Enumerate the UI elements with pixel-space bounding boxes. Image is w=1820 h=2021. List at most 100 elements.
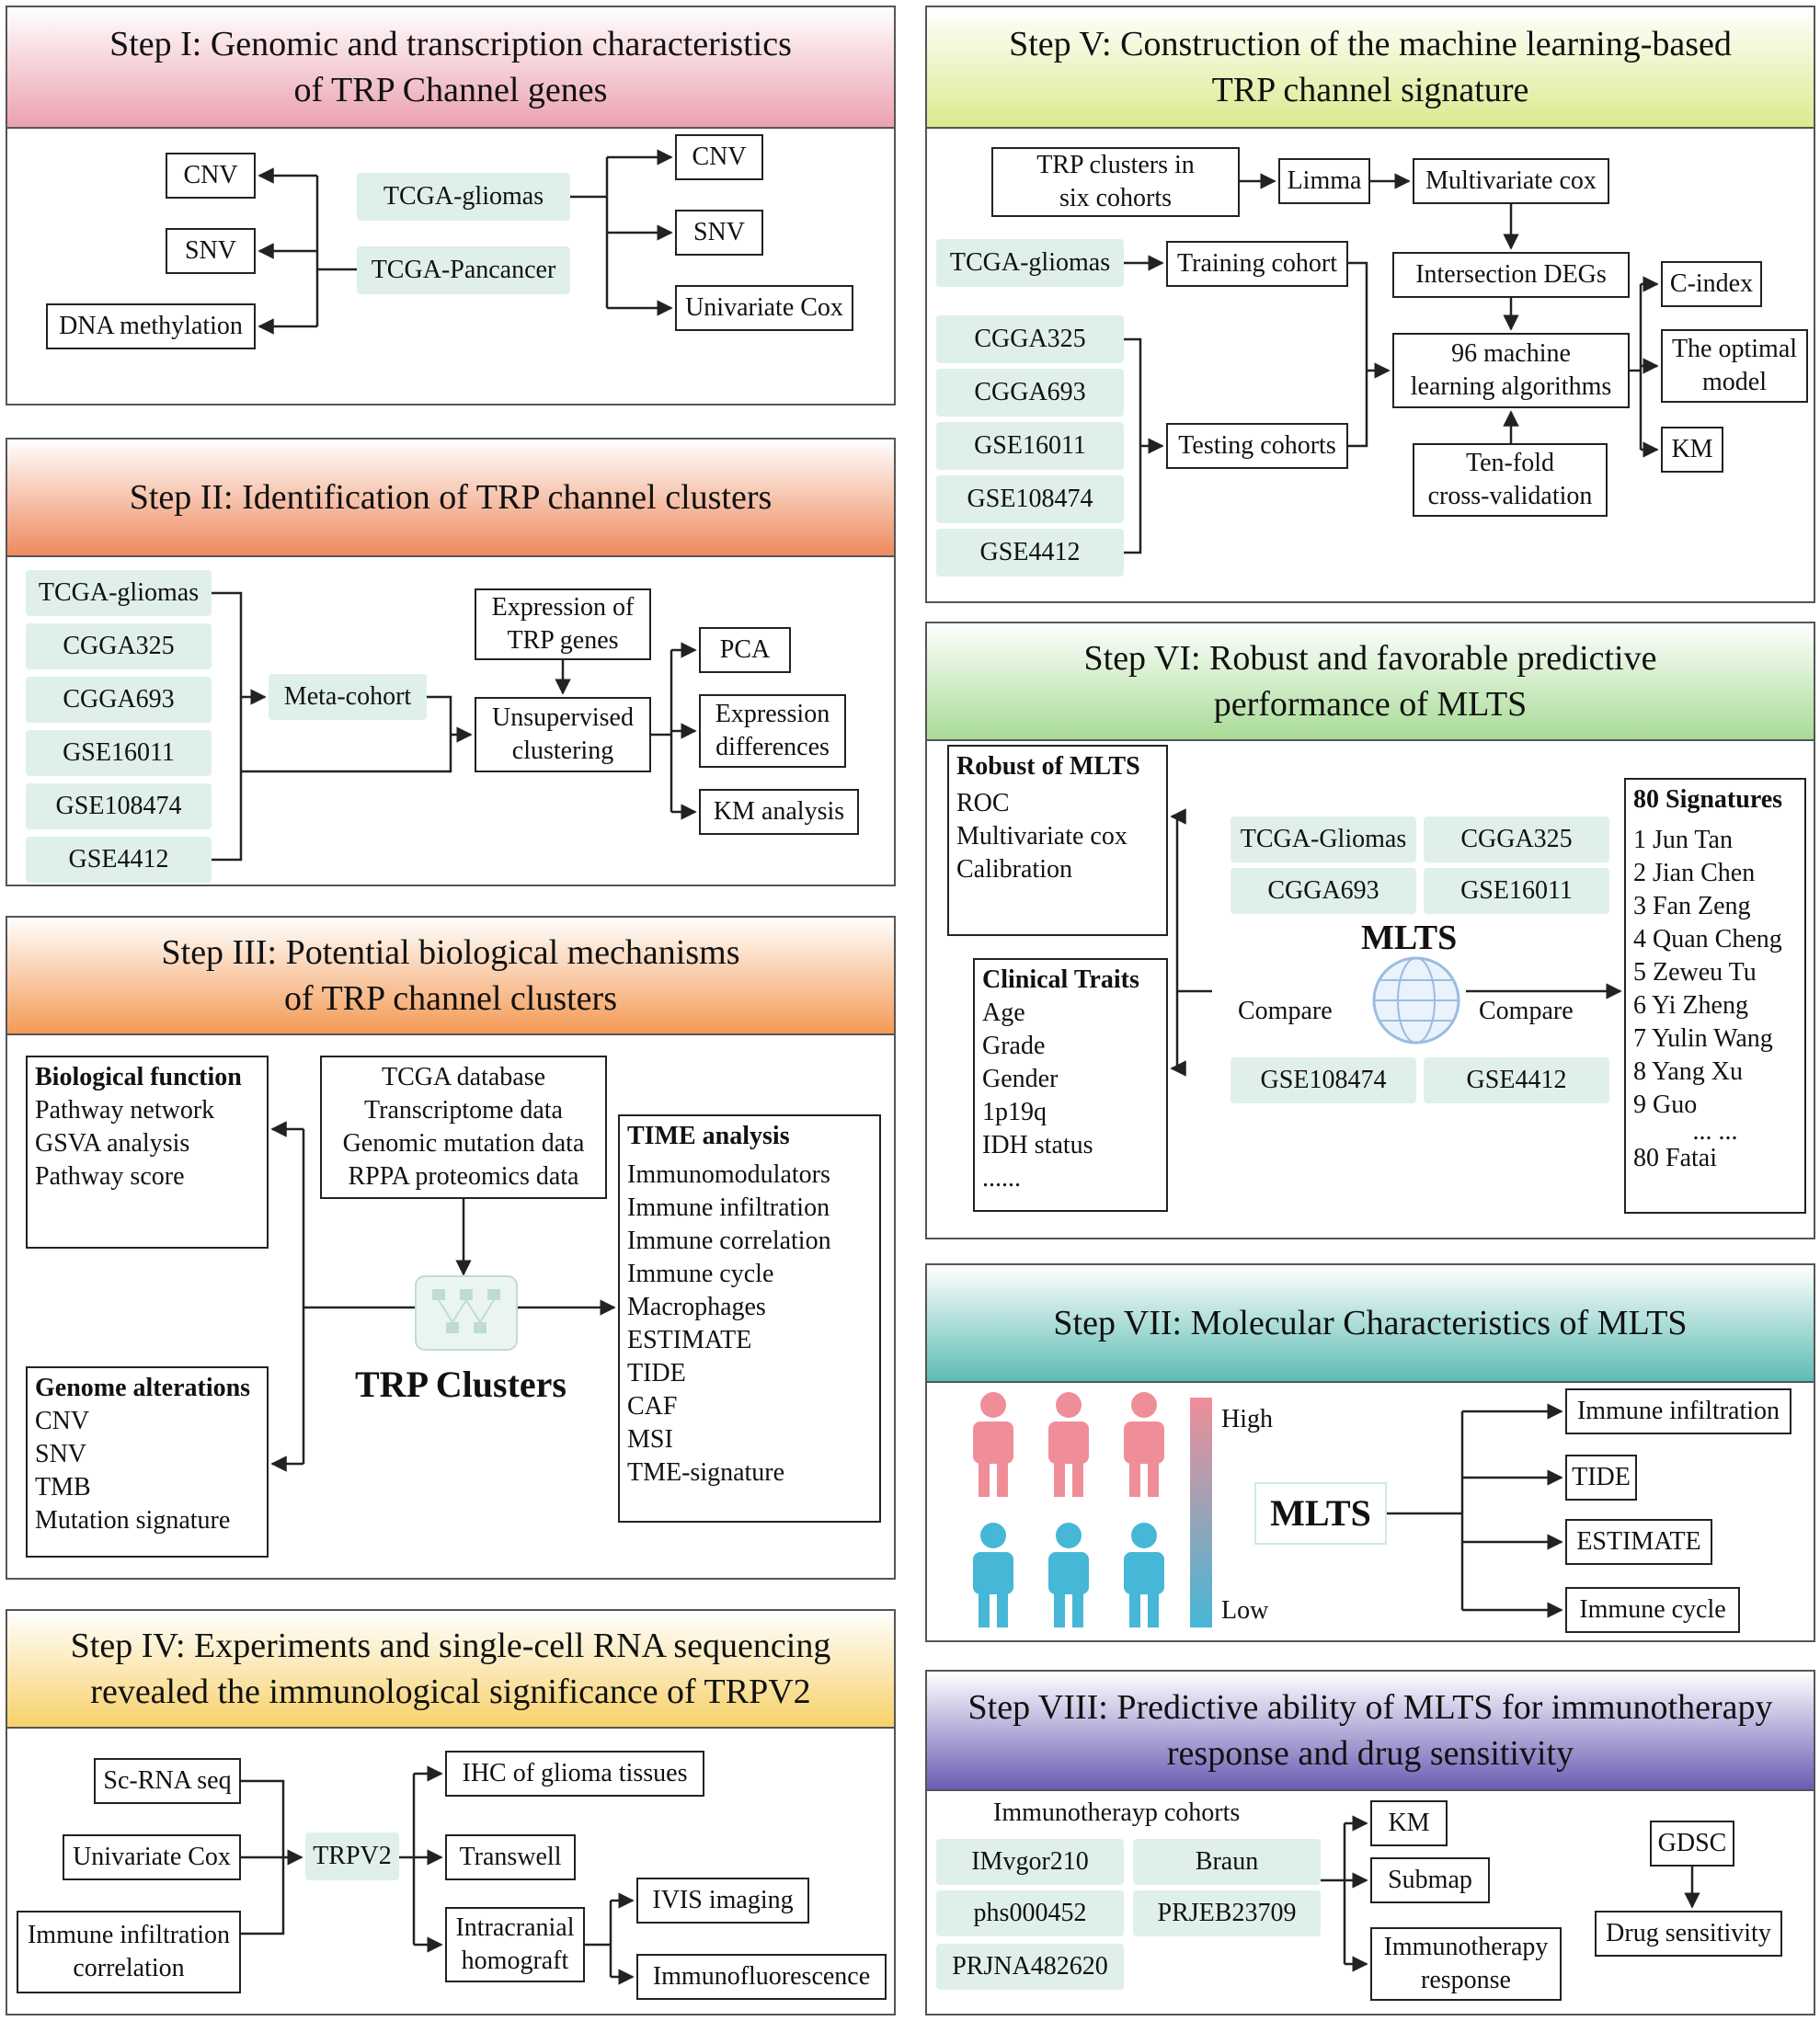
step8-header: Step VIII: Predictive ability of MLTS fo…	[927, 1672, 1814, 1791]
step8-phs000452: phs000452	[936, 1890, 1124, 1936]
step2-cohort-gse4412: GSE4412	[26, 837, 212, 883]
step2-cohort-gse16011: GSE16011	[26, 730, 212, 776]
step6-sig-item: 8 Yang Xu	[1633, 1057, 1744, 1086]
step5-optimal-model: The optimal model	[1661, 329, 1808, 403]
step5-training-cohort: Training cohort	[1166, 241, 1348, 287]
step4-header: Step IV: Experiments and single-cell RNA…	[7, 1611, 894, 1729]
step2-cohort-tcga-gliomas: TCGA-gliomas	[26, 570, 212, 616]
step6-title: Step VI: Robust and favorable predictive…	[1083, 639, 1657, 724]
step6-clinical-item: ......	[982, 1164, 1021, 1193]
step7-immune-cycle: Immune cycle	[1565, 1587, 1740, 1633]
step6-sigs-title: 80 Signatures	[1633, 785, 1783, 814]
step6-clinical-item: IDH status	[982, 1131, 1093, 1159]
step3-time-item: TME-signature	[627, 1458, 785, 1487]
step2-cohort-gse108474: GSE108474	[26, 783, 212, 829]
step4-immunofluorescence: Immunofluorescence	[636, 1954, 887, 2000]
step5-km: KM	[1661, 427, 1723, 473]
step3-time-item: CAF	[627, 1392, 678, 1421]
step8-prjeb23709: PRJEB23709	[1133, 1890, 1321, 1936]
step6-clinical-item: Age	[982, 999, 1025, 1027]
step5-cgga693: CGGA693	[936, 369, 1124, 417]
step8-drug-sensitivity: Drug sensitivity	[1595, 1911, 1782, 1957]
step8-imvgor210: IMvgor210	[936, 1839, 1124, 1885]
step3-genome-alterations: Genome alterations CNV SNV TMB Mutation …	[26, 1366, 269, 1558]
step8-km: KM	[1370, 1800, 1448, 1846]
step2-unsupervised-clustering: Unsupervised clustering	[475, 697, 651, 772]
step1-title: Step I: Genomic and transcription charac…	[109, 25, 792, 109]
step3-tcga-item: Transcriptome data	[364, 1096, 563, 1125]
step3-time-item: MSI	[627, 1425, 673, 1454]
step3-header: Step III: Potential biological mechanism…	[7, 918, 894, 1035]
step1-right-cnv: CNV	[675, 134, 763, 180]
step3-bio-item: Pathway network	[35, 1096, 215, 1125]
step8-cohorts-label: Immunotherayp cohorts	[993, 1798, 1241, 1827]
step1-tcga-pancancer: TCGA-Pancancer	[357, 246, 570, 294]
step3-tcga-item: Genomic mutation data	[342, 1129, 585, 1158]
step2-header: Step II: Identification of TRP channel c…	[7, 440, 894, 557]
step3-trp-clusters-label: TRP Clusters	[355, 1364, 567, 1405]
step4-ihc-glioma: IHC of glioma tissues	[445, 1751, 704, 1797]
step1-right-univariate-cox: Univariate Cox	[675, 285, 853, 331]
step5-gse108474: GSE108474	[936, 475, 1124, 523]
step6-sig-item: 1 Jun Tan	[1633, 826, 1733, 854]
step2-km-analysis: KM analysis	[699, 789, 859, 835]
step5-header: Step V: Construction of the machine lear…	[927, 7, 1814, 129]
step3-time-item: Immune correlation	[627, 1227, 831, 1255]
step6-sig-item: 7 Yulin Wang	[1633, 1024, 1773, 1053]
step2-expression-differences: Expression differences	[699, 694, 846, 768]
step5-ml-algorithms: 96 machine learning algorithms	[1392, 333, 1630, 408]
step6-sig-item: 6 Yi Zheng	[1633, 991, 1748, 1020]
step6-robust-item: ROC	[956, 789, 1010, 817]
step6-robust-of-mlts: Robust of MLTS ROC Multivariate cox Cali…	[947, 745, 1168, 936]
step6-clinical-item: Gender	[982, 1065, 1059, 1093]
step3-time-title: TIME analysis	[627, 1122, 790, 1150]
step3-tcga-database: TCGA database Transcriptome data Genomic…	[320, 1056, 607, 1199]
step3-tcga-item: RPPA proteomics data	[348, 1162, 579, 1191]
step3-genome-item: CNV	[35, 1407, 90, 1435]
step3-bio-item: Pathway score	[35, 1162, 185, 1191]
step1-right-snv: SNV	[675, 210, 763, 256]
step6-clinical-traits: Clinical Traits Age Grade Gender 1p19q I…	[973, 958, 1168, 1212]
step5-gse4412: GSE4412	[936, 529, 1124, 577]
step3-genome-item: SNV	[35, 1440, 87, 1468]
step3-title: Step III: Potential biological mechanism…	[161, 933, 740, 1018]
step3-bio-title: Biological function	[35, 1063, 242, 1091]
step7-panel: Step VII: Molecular Characteristics of M…	[925, 1263, 1815, 1642]
step6-sig-item: 5 Zeweu Tu	[1633, 958, 1757, 987]
step5-testing-cohorts: Testing cohorts	[1166, 423, 1348, 469]
step2-meta-cohort: Meta-cohort	[269, 674, 427, 720]
step8-prjna482620: PRJNA482620	[936, 1944, 1124, 1990]
step3-genome-item: TMB	[35, 1473, 91, 1501]
step6-robust-item: Calibration	[956, 855, 1072, 884]
step2-cohort-cgga693: CGGA693	[26, 677, 212, 723]
step6-sig-item: ... ...	[1692, 1117, 1738, 1146]
step3-time-item: Immune infiltration	[627, 1193, 830, 1222]
step1-left-snv: SNV	[166, 228, 256, 274]
step8-gdsc: GDSC	[1650, 1821, 1734, 1867]
step2-pca: PCA	[699, 627, 791, 673]
step6-robust-title: Robust of MLTS	[956, 752, 1140, 781]
step5-limma: Limma	[1278, 158, 1370, 204]
step5-multivariate-cox: Multivariate cox	[1413, 158, 1609, 204]
step5-ten-fold-cv: Ten-fold cross-validation	[1413, 443, 1608, 517]
step6-sig-item: 2 Jian Chen	[1633, 859, 1756, 887]
step7-immune-infiltration: Immune infiltration	[1565, 1388, 1791, 1434]
step6-sig-item: 80 Fatai	[1633, 1144, 1717, 1172]
step6-robust-item: Multivariate cox	[956, 822, 1127, 851]
step4-univariate-cox: Univariate Cox	[63, 1834, 241, 1880]
step1-left-dna-methylation: DNA methylation	[46, 303, 256, 349]
step5-trp-clusters: TRP clusters in six cohorts	[991, 147, 1240, 217]
step3-time-analysis: TIME analysis Immunomodulators Immune in…	[618, 1114, 881, 1523]
step5-c-index: C-index	[1661, 261, 1762, 307]
step6-clinical-item: 1p19q	[982, 1098, 1047, 1126]
step2-title: Step II: Identification of TRP channel c…	[129, 478, 773, 517]
step6-sig-item: 3 Fan Zeng	[1633, 892, 1751, 920]
step3-bio-item: GSVA analysis	[35, 1129, 190, 1158]
step2-cohort-cgga325: CGGA325	[26, 623, 212, 669]
step6-clinical-title: Clinical Traits	[982, 965, 1139, 994]
step3-genome-title: Genome alterations	[35, 1374, 251, 1402]
step4-immune-infiltration-correlation: Immune infiltration correlation	[17, 1911, 241, 1993]
step6-compare-right: Compare	[1479, 997, 1574, 1025]
step4-intracranial-homograft: Intracranial homograft	[445, 1907, 585, 1982]
step7-tide: TIDE	[1565, 1455, 1637, 1501]
